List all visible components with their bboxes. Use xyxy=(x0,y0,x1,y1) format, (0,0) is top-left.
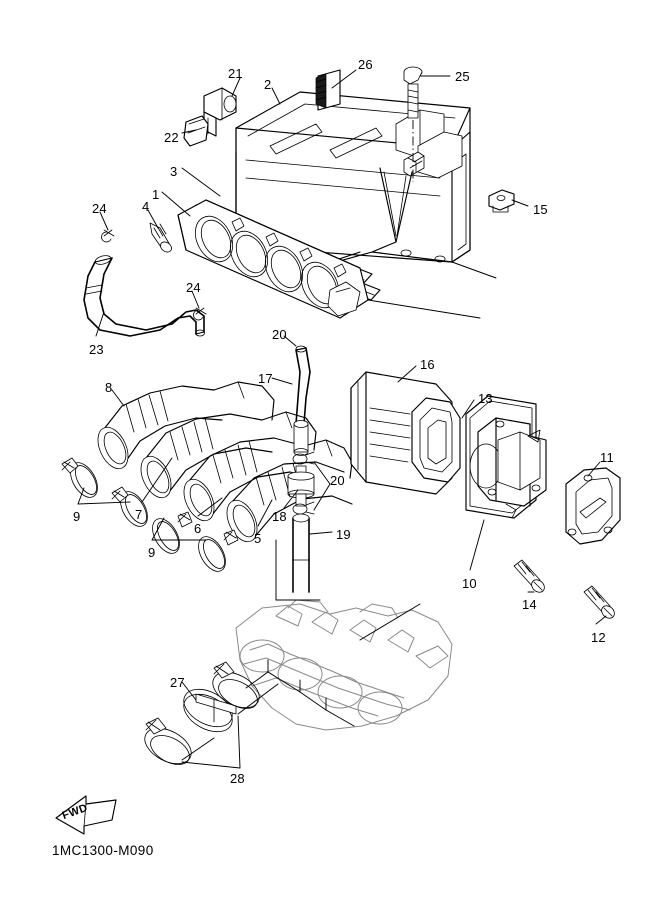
part-number-label: 1MC1300-M090 xyxy=(52,843,154,858)
callout-15: 15 xyxy=(533,202,548,217)
callout-26: 26 xyxy=(358,57,373,72)
callout-14: 14 xyxy=(522,597,537,612)
callout-28: 28 xyxy=(230,771,245,786)
air-cleaner-case-10 xyxy=(469,417,547,519)
callout-24-upper: 24 xyxy=(92,201,107,216)
callout-6: 6 xyxy=(194,521,202,536)
fwd-arrow xyxy=(55,795,117,835)
clamp-28-lower xyxy=(144,717,192,765)
clamp-27 xyxy=(183,688,237,733)
callout-1: 1 xyxy=(152,187,160,202)
air-filter-case-assembly xyxy=(177,199,381,319)
air-box-assembly xyxy=(235,91,471,283)
screw-12 xyxy=(583,585,615,619)
screw-4 xyxy=(149,222,172,253)
breather-fitting-21 xyxy=(203,87,237,137)
callout-11: 11 xyxy=(600,450,614,465)
clip-26 xyxy=(315,69,341,111)
callout-12: 12 xyxy=(591,630,606,645)
callout-23: 23 xyxy=(89,342,104,357)
callout-10: 10 xyxy=(462,576,477,591)
cylinder-head-phantom xyxy=(235,599,453,731)
hose-clamps-9 xyxy=(61,457,239,572)
callout-22: 22 xyxy=(164,130,179,145)
callout-7: 7 xyxy=(135,507,143,522)
callout-17: 17 xyxy=(258,371,273,386)
callout-25: 25 xyxy=(455,69,470,84)
callout-9-upper: 9 xyxy=(73,509,81,524)
callout-4: 4 xyxy=(142,199,150,214)
callout-13: 13 xyxy=(478,391,493,406)
callout-9-lower: 9 xyxy=(148,545,156,560)
callout-27: 27 xyxy=(170,675,185,690)
callout-20-upper: 20 xyxy=(272,327,287,342)
callout-8: 8 xyxy=(105,380,113,395)
cover-11 xyxy=(565,467,621,545)
screw-14 xyxy=(513,559,545,593)
callout-5: 5 xyxy=(254,531,262,546)
clip-24-upper xyxy=(101,229,115,243)
grommet-22 xyxy=(183,115,209,147)
callout-24-lower: 24 xyxy=(186,280,201,295)
callout-18: 18 xyxy=(272,509,287,524)
air-filter-element-16 xyxy=(350,371,461,495)
leader-lines xyxy=(77,69,607,769)
hose-23 xyxy=(83,255,205,337)
callout-3: 3 xyxy=(170,164,178,179)
callout-20-lower: 20 xyxy=(330,473,345,488)
clip-nut-15 xyxy=(488,189,515,213)
callout-19: 19 xyxy=(336,527,351,542)
callout-2: 2 xyxy=(264,77,272,92)
clamp-28-upper xyxy=(212,661,260,709)
callout-16: 16 xyxy=(420,357,435,372)
vacuum-line-assembly xyxy=(287,345,315,593)
callout-21: 21 xyxy=(228,66,243,81)
bolt-25 xyxy=(403,66,423,182)
intake-joint-assembly xyxy=(97,381,353,543)
